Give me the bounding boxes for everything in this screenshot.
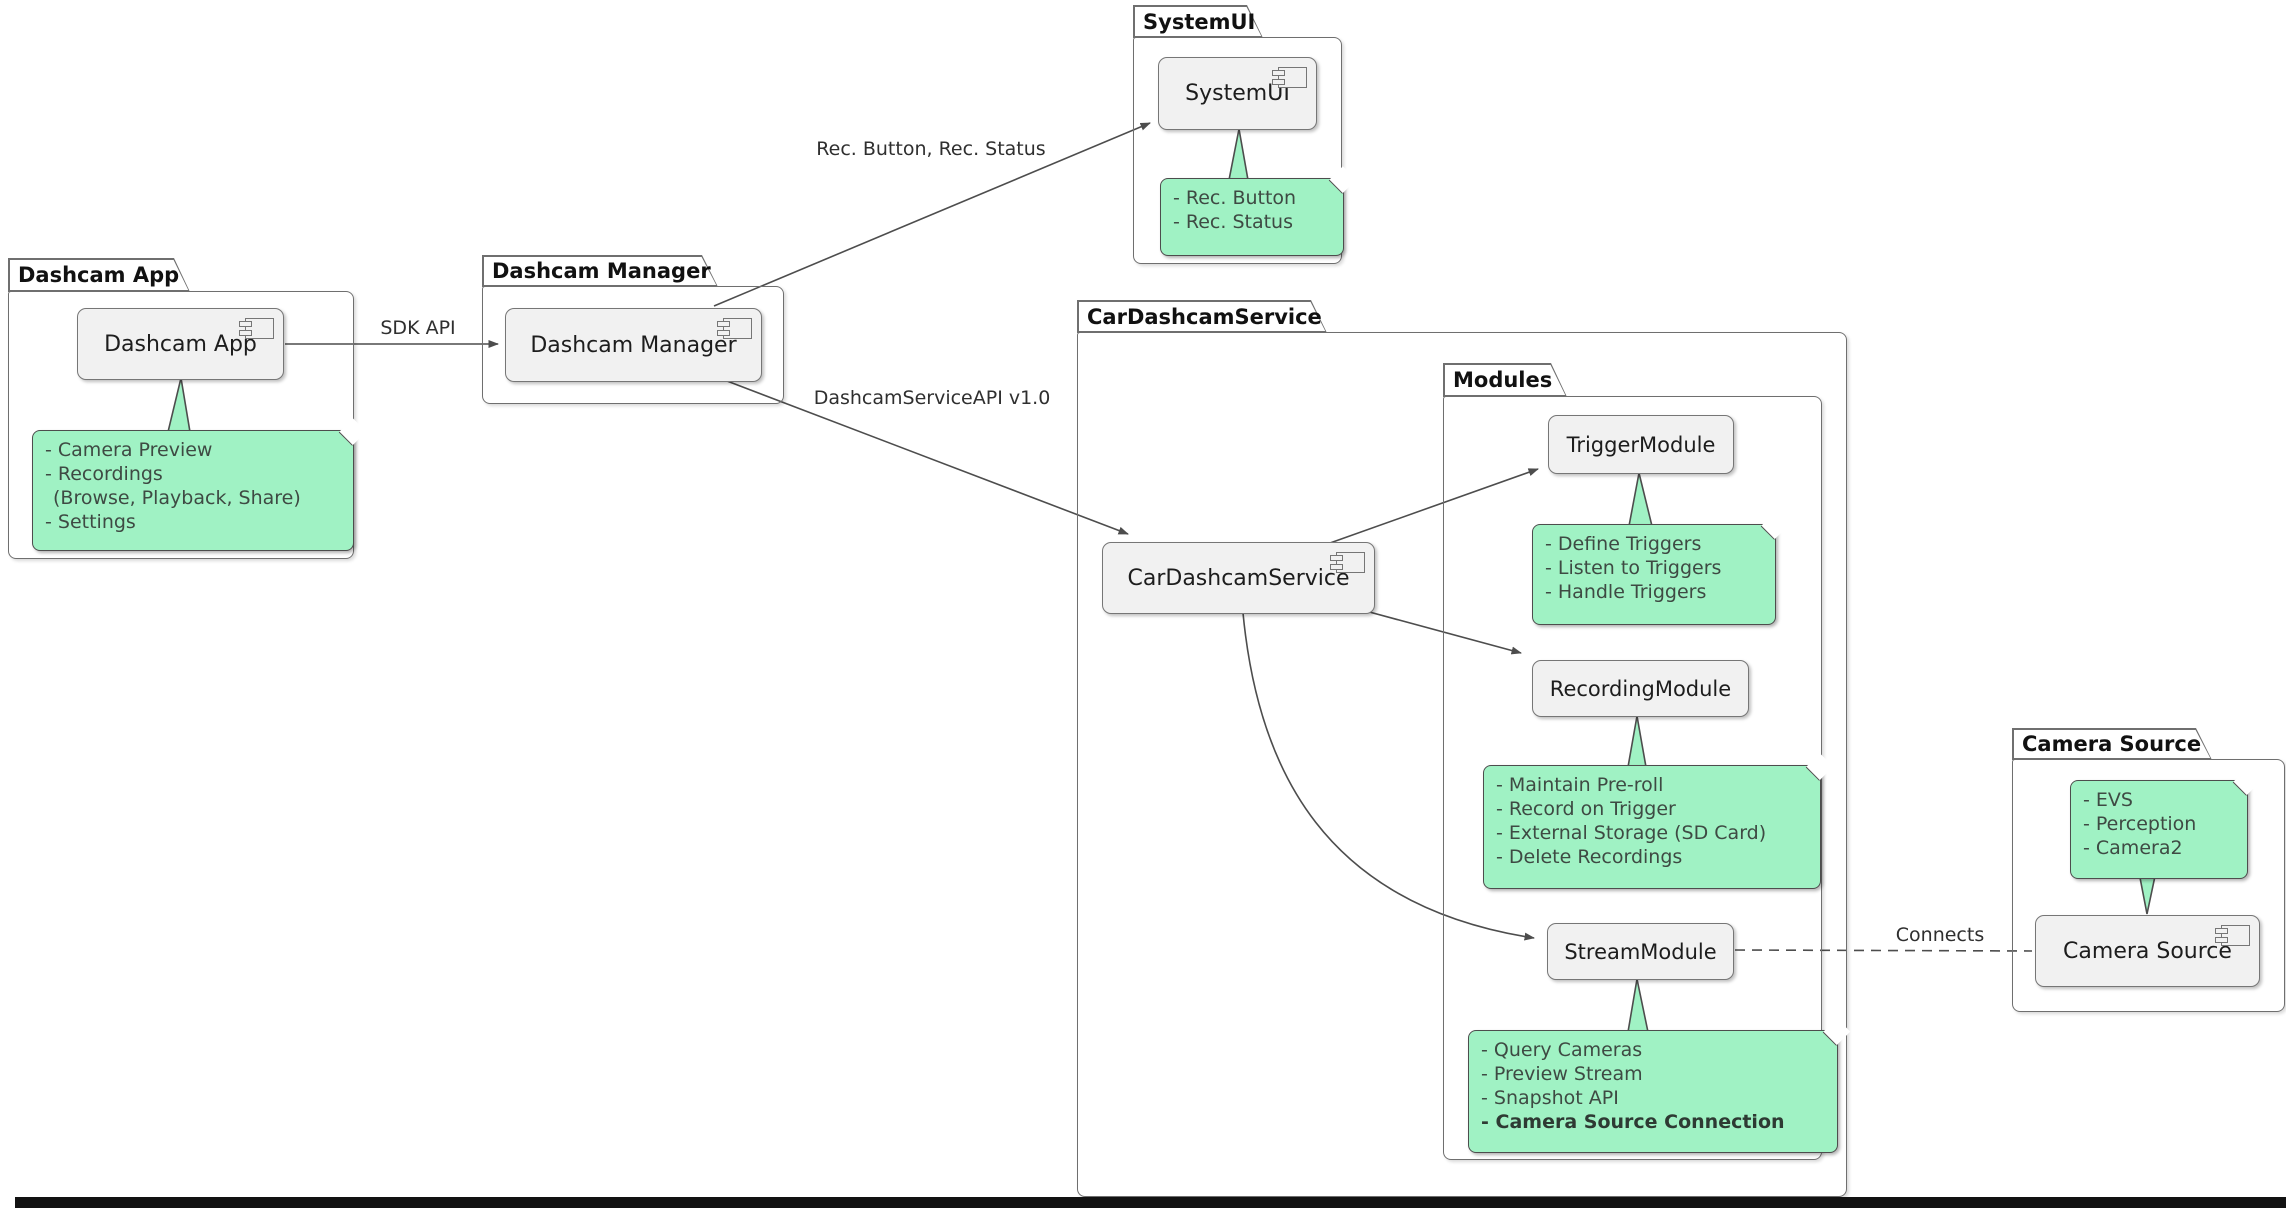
note-line: - Define Triggers bbox=[1545, 533, 1702, 555]
component-label: SystemUI bbox=[1185, 81, 1290, 106]
component-label: Camera Source bbox=[2063, 938, 2232, 964]
package-title: CarDashcamService bbox=[1087, 304, 1322, 329]
note-line: - Query Cameras bbox=[1481, 1039, 1643, 1061]
note-line: - External Storage (SD Card) bbox=[1496, 822, 1767, 844]
note-dashcam-app: - Camera Preview - Recordings (Browse, P… bbox=[32, 418, 367, 551]
component-icon bbox=[1330, 552, 1365, 573]
package-title: Modules bbox=[1453, 368, 1553, 392]
note-camera-source: - EVS - Perception - Camera2 bbox=[2070, 768, 2261, 879]
component-systemui: SystemUI bbox=[1158, 57, 1317, 130]
note-systemui: - Rec. Button - Rec. Status bbox=[1160, 166, 1357, 256]
note-recording-module: - Maintain Pre-roll - Record on Trigger … bbox=[1483, 753, 1834, 889]
component-dashcam-app: Dashcam App bbox=[77, 308, 284, 380]
note-line: - Recordings bbox=[45, 463, 163, 485]
note-line: - Handle Triggers bbox=[1545, 581, 1707, 603]
edge-to-recording-module bbox=[1361, 609, 1522, 655]
component-label: StreamModule bbox=[1564, 939, 1717, 964]
edge-to-trigger-module bbox=[1329, 468, 1539, 544]
edge-connects bbox=[1734, 949, 2033, 952]
component-icon bbox=[717, 318, 752, 339]
component-camera-source: Camera Source bbox=[2035, 915, 2260, 987]
note-line: - Record on Trigger bbox=[1496, 798, 1676, 820]
note-line: - Preview Stream bbox=[1481, 1063, 1643, 1085]
note-line: - Delete Recordings bbox=[1496, 846, 1683, 868]
note-line: (Browse, Playback, Share) bbox=[53, 487, 301, 509]
component-icon bbox=[239, 318, 274, 339]
edge-label-rec-button-status: Rec. Button, Rec. Status bbox=[816, 138, 1046, 160]
component-label: TriggerModule bbox=[1566, 432, 1716, 457]
component-trigger-module: TriggerModule bbox=[1548, 415, 1734, 474]
component-stream-module: StreamModule bbox=[1547, 923, 1734, 980]
component-label: Dashcam App bbox=[104, 331, 257, 357]
note-line: - Camera2 bbox=[2083, 837, 2183, 859]
component-label: CarDashcamService bbox=[1127, 565, 1350, 591]
component-icon bbox=[2215, 925, 2250, 946]
note-line: - Rec. Button bbox=[1173, 187, 1297, 209]
package-tab-modules: Modules bbox=[1443, 363, 1567, 397]
package-tab-camera-source: Camera Source bbox=[2012, 728, 2212, 760]
note-line: - Camera Source Connection bbox=[1481, 1111, 1785, 1133]
note-line: - Maintain Pre-roll bbox=[1496, 774, 1664, 796]
edge-label-connects: Connects bbox=[1895, 924, 1985, 946]
note-line: - Listen to Triggers bbox=[1545, 557, 1722, 579]
edge-dashcam-service-api bbox=[726, 380, 1129, 535]
component-cardashcamservice: CarDashcamService bbox=[1102, 542, 1375, 614]
package-title: Camera Source bbox=[2022, 732, 2202, 756]
note-line: - Perception bbox=[2083, 813, 2197, 835]
edge-label-sdk-api: SDK API bbox=[380, 317, 456, 339]
note-stream-module: - Query Cameras - Preview Stream - Snaps… bbox=[1468, 1018, 1851, 1153]
package-tab-dashcam-manager: Dashcam Manager bbox=[482, 255, 718, 287]
bottom-bar bbox=[15, 1197, 2286, 1208]
component-recording-module: RecordingModule bbox=[1532, 660, 1749, 717]
package-tab-dashcam-app: Dashcam App bbox=[8, 258, 190, 292]
note-line: - Settings bbox=[45, 511, 136, 533]
edge-label-dashcam-service-api: DashcamServiceAPI v1.0 bbox=[813, 387, 1051, 409]
package-title: Dashcam App bbox=[18, 263, 180, 287]
package-title: Dashcam Manager bbox=[492, 259, 711, 283]
note-line: - Camera Preview bbox=[45, 439, 213, 461]
package-cardashcamservice bbox=[1077, 332, 1847, 1197]
component-label: Dashcam Manager bbox=[530, 332, 737, 358]
note-line: - Rec. Status bbox=[1173, 211, 1294, 233]
component-dashcam-manager: Dashcam Manager bbox=[505, 308, 762, 382]
package-title: SystemUI bbox=[1143, 9, 1256, 34]
note-trigger-module: - Define Triggers - Listen to Triggers -… bbox=[1532, 512, 1789, 625]
edge-rec-button-status bbox=[713, 122, 1151, 307]
component-label: RecordingModule bbox=[1549, 676, 1732, 701]
package-tab-systemui: SystemUI bbox=[1133, 5, 1263, 38]
package-tab-cardashcamservice: CarDashcamService bbox=[1077, 300, 1327, 333]
note-line: - Snapshot API bbox=[1481, 1087, 1619, 1109]
edge-to-stream-module bbox=[1242, 612, 1535, 941]
component-icon bbox=[1272, 67, 1307, 88]
note-line: - EVS bbox=[2083, 789, 2133, 811]
